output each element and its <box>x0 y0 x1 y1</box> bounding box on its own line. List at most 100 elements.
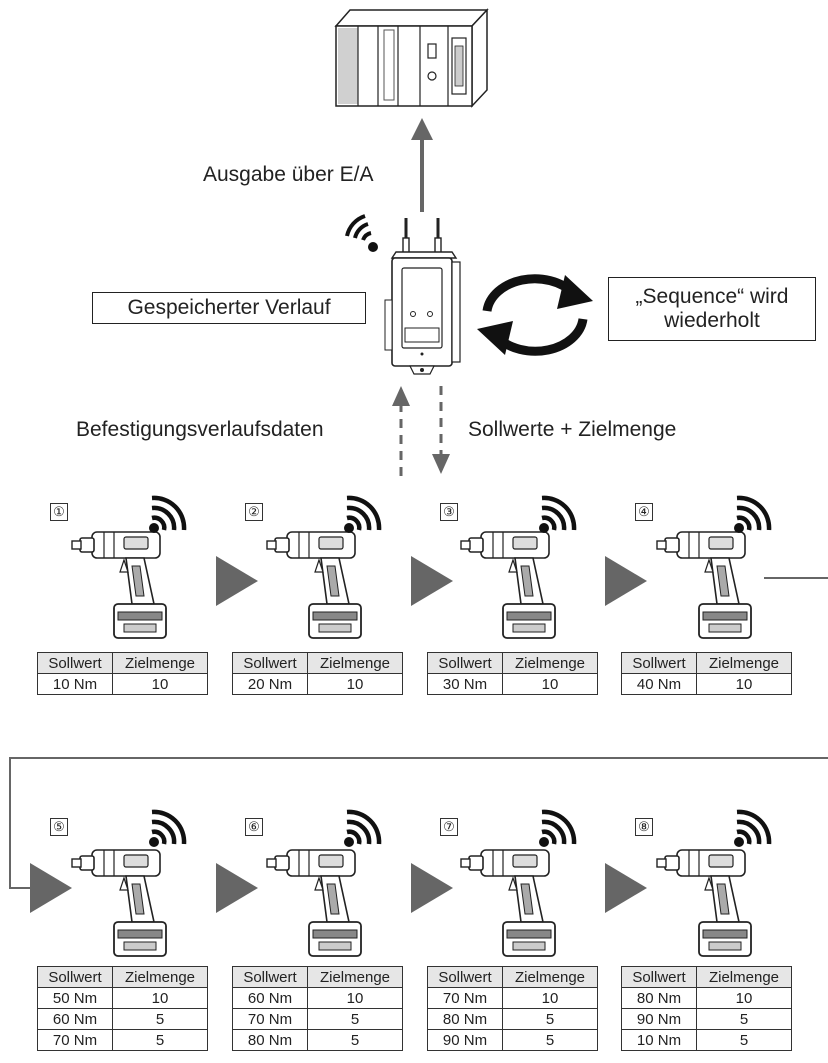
download-arrow <box>432 386 450 474</box>
step-table-5: Sollwert Zielmenge 50 Nm 10 60 Nm 5 70 N… <box>37 966 208 1051</box>
flow-arrow-3-4 <box>605 556 647 606</box>
step-table-8: Sollwert Zielmenge 80 Nm 10 90 Nm 5 10 N… <box>621 966 792 1051</box>
target-cell: 5 <box>307 1029 403 1051</box>
setpoint-cell: 90 Nm <box>427 1029 503 1051</box>
step-number-8: ⑧ <box>635 818 653 836</box>
step-number-2: ② <box>245 503 263 521</box>
setpoint-cell: 70 Nm <box>427 987 503 1009</box>
header-target: Zielmenge <box>696 966 792 988</box>
flow-arrow-4-5 <box>30 863 72 913</box>
setpoint-cell: 10 Nm <box>37 673 113 695</box>
target-cell: 5 <box>112 1008 208 1030</box>
table-row: 60 Nm 5 <box>37 1008 208 1030</box>
header-target: Zielmenge <box>696 652 792 674</box>
flow-arrow-2-3 <box>411 556 453 606</box>
table-row: 70 Nm 5 <box>37 1029 208 1051</box>
target-cell: 5 <box>307 1008 403 1030</box>
table-row: 90 Nm 5 <box>427 1029 598 1051</box>
table-row: 50 Nm 10 <box>37 987 208 1009</box>
step-table-3: Sollwert Zielmenge 30 Nm 10 <box>427 652 598 695</box>
table-row: 60 Nm 10 <box>232 987 403 1009</box>
wifi-signal-icon-4 <box>734 498 769 533</box>
table-row: 40 Nm 10 <box>621 673 792 695</box>
table-row: 90 Nm 5 <box>621 1008 792 1030</box>
header-setpoint: Sollwert <box>37 652 113 674</box>
table-row: 70 Nm 5 <box>232 1008 403 1030</box>
cordless-wrench-icon-3 <box>460 531 556 639</box>
step-number-6: ⑥ <box>245 818 263 836</box>
upload-label: Befestigungsverlaufsdaten <box>76 418 324 441</box>
header-setpoint: Sollwert <box>621 966 697 988</box>
header-setpoint: Sollwert <box>232 966 308 988</box>
flow-arrow-1-2 <box>216 556 258 606</box>
target-cell: 10 <box>307 987 403 1009</box>
header-target: Zielmenge <box>112 652 208 674</box>
wifi-signal-icon-1 <box>149 498 184 533</box>
setpoint-cell: 80 Nm <box>621 987 697 1009</box>
cordless-wrench-icon-1 <box>71 531 167 639</box>
target-cell: 10 <box>112 673 208 695</box>
wifi-signal-icon-7 <box>539 812 574 847</box>
setpoint-cell: 50 Nm <box>37 987 113 1009</box>
table-row: 10 Nm 10 <box>37 673 208 695</box>
repeat-box: „Sequence“ wird wiederholt <box>608 277 816 341</box>
table-row: 70 Nm 10 <box>427 987 598 1009</box>
header-target: Zielmenge <box>307 966 403 988</box>
table-header-row: Sollwert Zielmenge <box>621 966 792 988</box>
header-setpoint: Sollwert <box>427 652 503 674</box>
cordless-wrench-icon-4 <box>656 531 752 639</box>
table-header-row: Sollwert Zielmenge <box>621 652 792 674</box>
table-row: 10 Nm 5 <box>621 1029 792 1051</box>
step-table-1: Sollwert Zielmenge 10 Nm 10 <box>37 652 208 695</box>
flow-arrow-5-6 <box>216 863 258 913</box>
repeat-cycle-icon <box>477 274 593 356</box>
download-label: Sollwerte + Zielmenge <box>468 418 677 441</box>
target-cell: 5 <box>696 1008 792 1030</box>
target-cell: 10 <box>307 673 403 695</box>
target-cell: 10 <box>696 987 792 1009</box>
header-setpoint: Sollwert <box>621 652 697 674</box>
header-setpoint: Sollwert <box>232 652 308 674</box>
setpoint-cell: 90 Nm <box>621 1008 697 1030</box>
header-target: Zielmenge <box>112 966 208 988</box>
flow-arrow-7-8 <box>605 863 647 913</box>
table-row: 80 Nm 10 <box>621 987 792 1009</box>
step-table-7: Sollwert Zielmenge 70 Nm 10 80 Nm 5 90 N… <box>427 966 598 1051</box>
step-number-5: ⑤ <box>50 818 68 836</box>
output-label: Ausgabe über E/A <box>203 163 374 186</box>
step-number-4: ④ <box>635 503 653 521</box>
target-cell: 5 <box>696 1029 792 1051</box>
setpoint-cell: 80 Nm <box>232 1029 308 1051</box>
target-cell: 10 <box>502 987 598 1009</box>
repeat-label-line1: „Sequence“ wird <box>635 285 789 308</box>
step-table-2: Sollwert Zielmenge 20 Nm 10 <box>232 652 403 695</box>
table-header-row: Sollwert Zielmenge <box>37 966 208 988</box>
target-cell: 5 <box>502 1029 598 1051</box>
table-row: 80 Nm 5 <box>427 1008 598 1030</box>
header-setpoint: Sollwert <box>427 966 503 988</box>
history-box: Gespeicherter Verlauf <box>92 292 366 324</box>
step-table-6: Sollwert Zielmenge 60 Nm 10 70 Nm 5 80 N… <box>232 966 403 1051</box>
setpoint-cell: 70 Nm <box>232 1008 308 1030</box>
wifi-signal-icon-8 <box>734 812 769 847</box>
header-target: Zielmenge <box>307 652 403 674</box>
cordless-wrench-icon-5 <box>71 849 167 957</box>
setpoint-cell: 80 Nm <box>427 1008 503 1030</box>
setpoint-cell: 70 Nm <box>37 1029 113 1051</box>
step-number-7: ⑦ <box>440 818 458 836</box>
table-row: 80 Nm 5 <box>232 1029 403 1051</box>
cordless-wrench-icon-6 <box>266 849 362 957</box>
upload-arrow <box>392 386 410 476</box>
cordless-wrench-icon-7 <box>460 849 556 957</box>
target-cell: 5 <box>112 1029 208 1051</box>
setpoint-cell: 20 Nm <box>232 673 308 695</box>
header-target: Zielmenge <box>502 652 598 674</box>
controller-wifi-icon <box>345 214 378 252</box>
row-connector-line <box>9 577 828 889</box>
plc-rack-icon <box>334 8 489 108</box>
setpoint-cell: 10 Nm <box>621 1029 697 1051</box>
step-number-1: ① <box>50 503 68 521</box>
table-header-row: Sollwert Zielmenge <box>232 652 403 674</box>
step-number-3: ③ <box>440 503 458 521</box>
